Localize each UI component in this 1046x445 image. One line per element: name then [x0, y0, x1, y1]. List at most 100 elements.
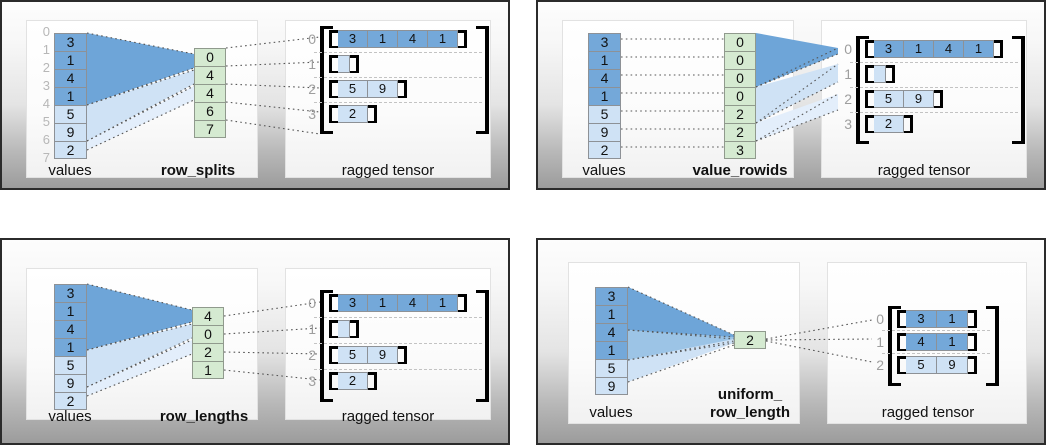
ragged-cell: 9 — [904, 90, 934, 108]
ragged-cell: 1 — [937, 310, 968, 328]
ragged-cell: 2 — [338, 105, 368, 123]
value-index-label: 4 — [42, 96, 50, 111]
ragged-tensor-row: 2 — [329, 372, 377, 390]
outer-bracket-left-icon — [856, 36, 869, 144]
value-index-label: 2 — [42, 60, 50, 75]
value-cell: 9 — [54, 123, 87, 141]
ragged-row-index-label: 2 — [308, 347, 316, 363]
values-label: values — [582, 162, 626, 179]
ragged-row-index-label: 3 — [844, 116, 852, 132]
row-separator — [314, 77, 482, 78]
outer-bracket-left-icon — [888, 306, 901, 386]
outer-bracket-left-icon — [320, 26, 333, 134]
empty-row-cell — [338, 55, 350, 73]
ragged-cell: 9 — [937, 356, 968, 374]
ragged-cell: 1 — [904, 40, 934, 58]
ragged-cell: 5 — [906, 356, 937, 374]
encoding-label: row_splits — [160, 162, 236, 179]
value-index-label: 3 — [42, 78, 50, 93]
ragged-row-index-label: 0 — [876, 311, 884, 327]
ragged-cell: 4 — [398, 30, 428, 48]
ragged-tensor-label: ragged tensor — [881, 404, 975, 421]
value-cell: 4 — [54, 69, 87, 87]
ragged-row-index-label: 1 — [844, 66, 852, 82]
ragged-tensor-label: ragged tensor — [341, 162, 435, 179]
ragged-cell: 9 — [368, 346, 398, 364]
ragged-tensor-label: ragged tensor — [341, 408, 435, 425]
ragged-cell: 3 — [906, 310, 937, 328]
value-cell: 1 — [588, 87, 621, 105]
row-separator — [314, 343, 482, 344]
ragged-row-index-label: 3 — [308, 373, 316, 389]
ragged-cell: 4 — [398, 294, 428, 312]
row-bracket-right-icon — [968, 333, 977, 351]
row-bracket-left-icon — [897, 333, 906, 351]
row-separator — [314, 369, 482, 370]
empty-row-cell — [338, 320, 350, 338]
ragged-cell: 1 — [368, 294, 398, 312]
value-cell: 4 — [595, 323, 628, 341]
outer-bracket-right-icon — [476, 290, 489, 402]
encoding-cell: 0 — [724, 87, 756, 105]
encoding-cell: 0 — [724, 51, 756, 69]
encoding-label: uniform_row_length — [690, 386, 810, 422]
encoding-cell: 0 — [194, 48, 226, 66]
value-cell: 2 — [54, 141, 87, 159]
row-bracket-right-icon — [398, 346, 407, 364]
row-bracket-left-icon — [865, 65, 874, 83]
row-separator — [850, 62, 1018, 63]
value-cell: 1 — [54, 338, 87, 356]
row-separator — [314, 52, 482, 53]
encoding-label-line1: uniform_ — [717, 386, 783, 403]
ragged-cell: 2 — [874, 115, 904, 133]
value-cell: 3 — [54, 284, 87, 302]
ragged-cell: 3 — [338, 294, 368, 312]
values-label: values — [589, 404, 633, 421]
ragged-row-index-label: 0 — [308, 295, 316, 311]
value-cell: 5 — [54, 356, 87, 374]
row-bracket-left-icon — [865, 90, 874, 108]
outer-bracket-right-icon — [476, 26, 489, 134]
row-bracket-left-icon — [329, 105, 338, 123]
row-separator — [882, 330, 990, 331]
encoding-label: value_rowids — [692, 162, 788, 179]
value-cell: 4 — [588, 69, 621, 87]
value-cell: 3 — [588, 33, 621, 51]
row-separator — [882, 353, 990, 354]
empty-row-cell — [874, 65, 886, 83]
row-bracket-left-icon — [329, 372, 338, 390]
ragged-tensor-label: ragged tensor — [877, 162, 971, 179]
encoding-cell: 2 — [724, 123, 756, 141]
outer-bracket-right-icon — [986, 306, 999, 386]
encoding-label-line2: row_length — [709, 404, 790, 421]
row-separator — [850, 112, 1018, 113]
ragged-tensor-row — [329, 320, 359, 338]
row-bracket-left-icon — [329, 346, 338, 364]
row-bracket-left-icon — [329, 294, 338, 312]
ragged-cell: 9 — [368, 80, 398, 98]
ragged-tensor-row — [865, 65, 895, 83]
value-cell: 1 — [54, 87, 87, 105]
value-cell: 5 — [588, 105, 621, 123]
value-cell: 3 — [54, 33, 87, 51]
value-cell: 1 — [54, 51, 87, 69]
row-bracket-right-icon — [904, 115, 913, 133]
ragged-row-index-label: 0 — [844, 41, 852, 57]
ragged-row-index-label: 2 — [308, 81, 316, 97]
value-cell: 3 — [595, 287, 628, 305]
